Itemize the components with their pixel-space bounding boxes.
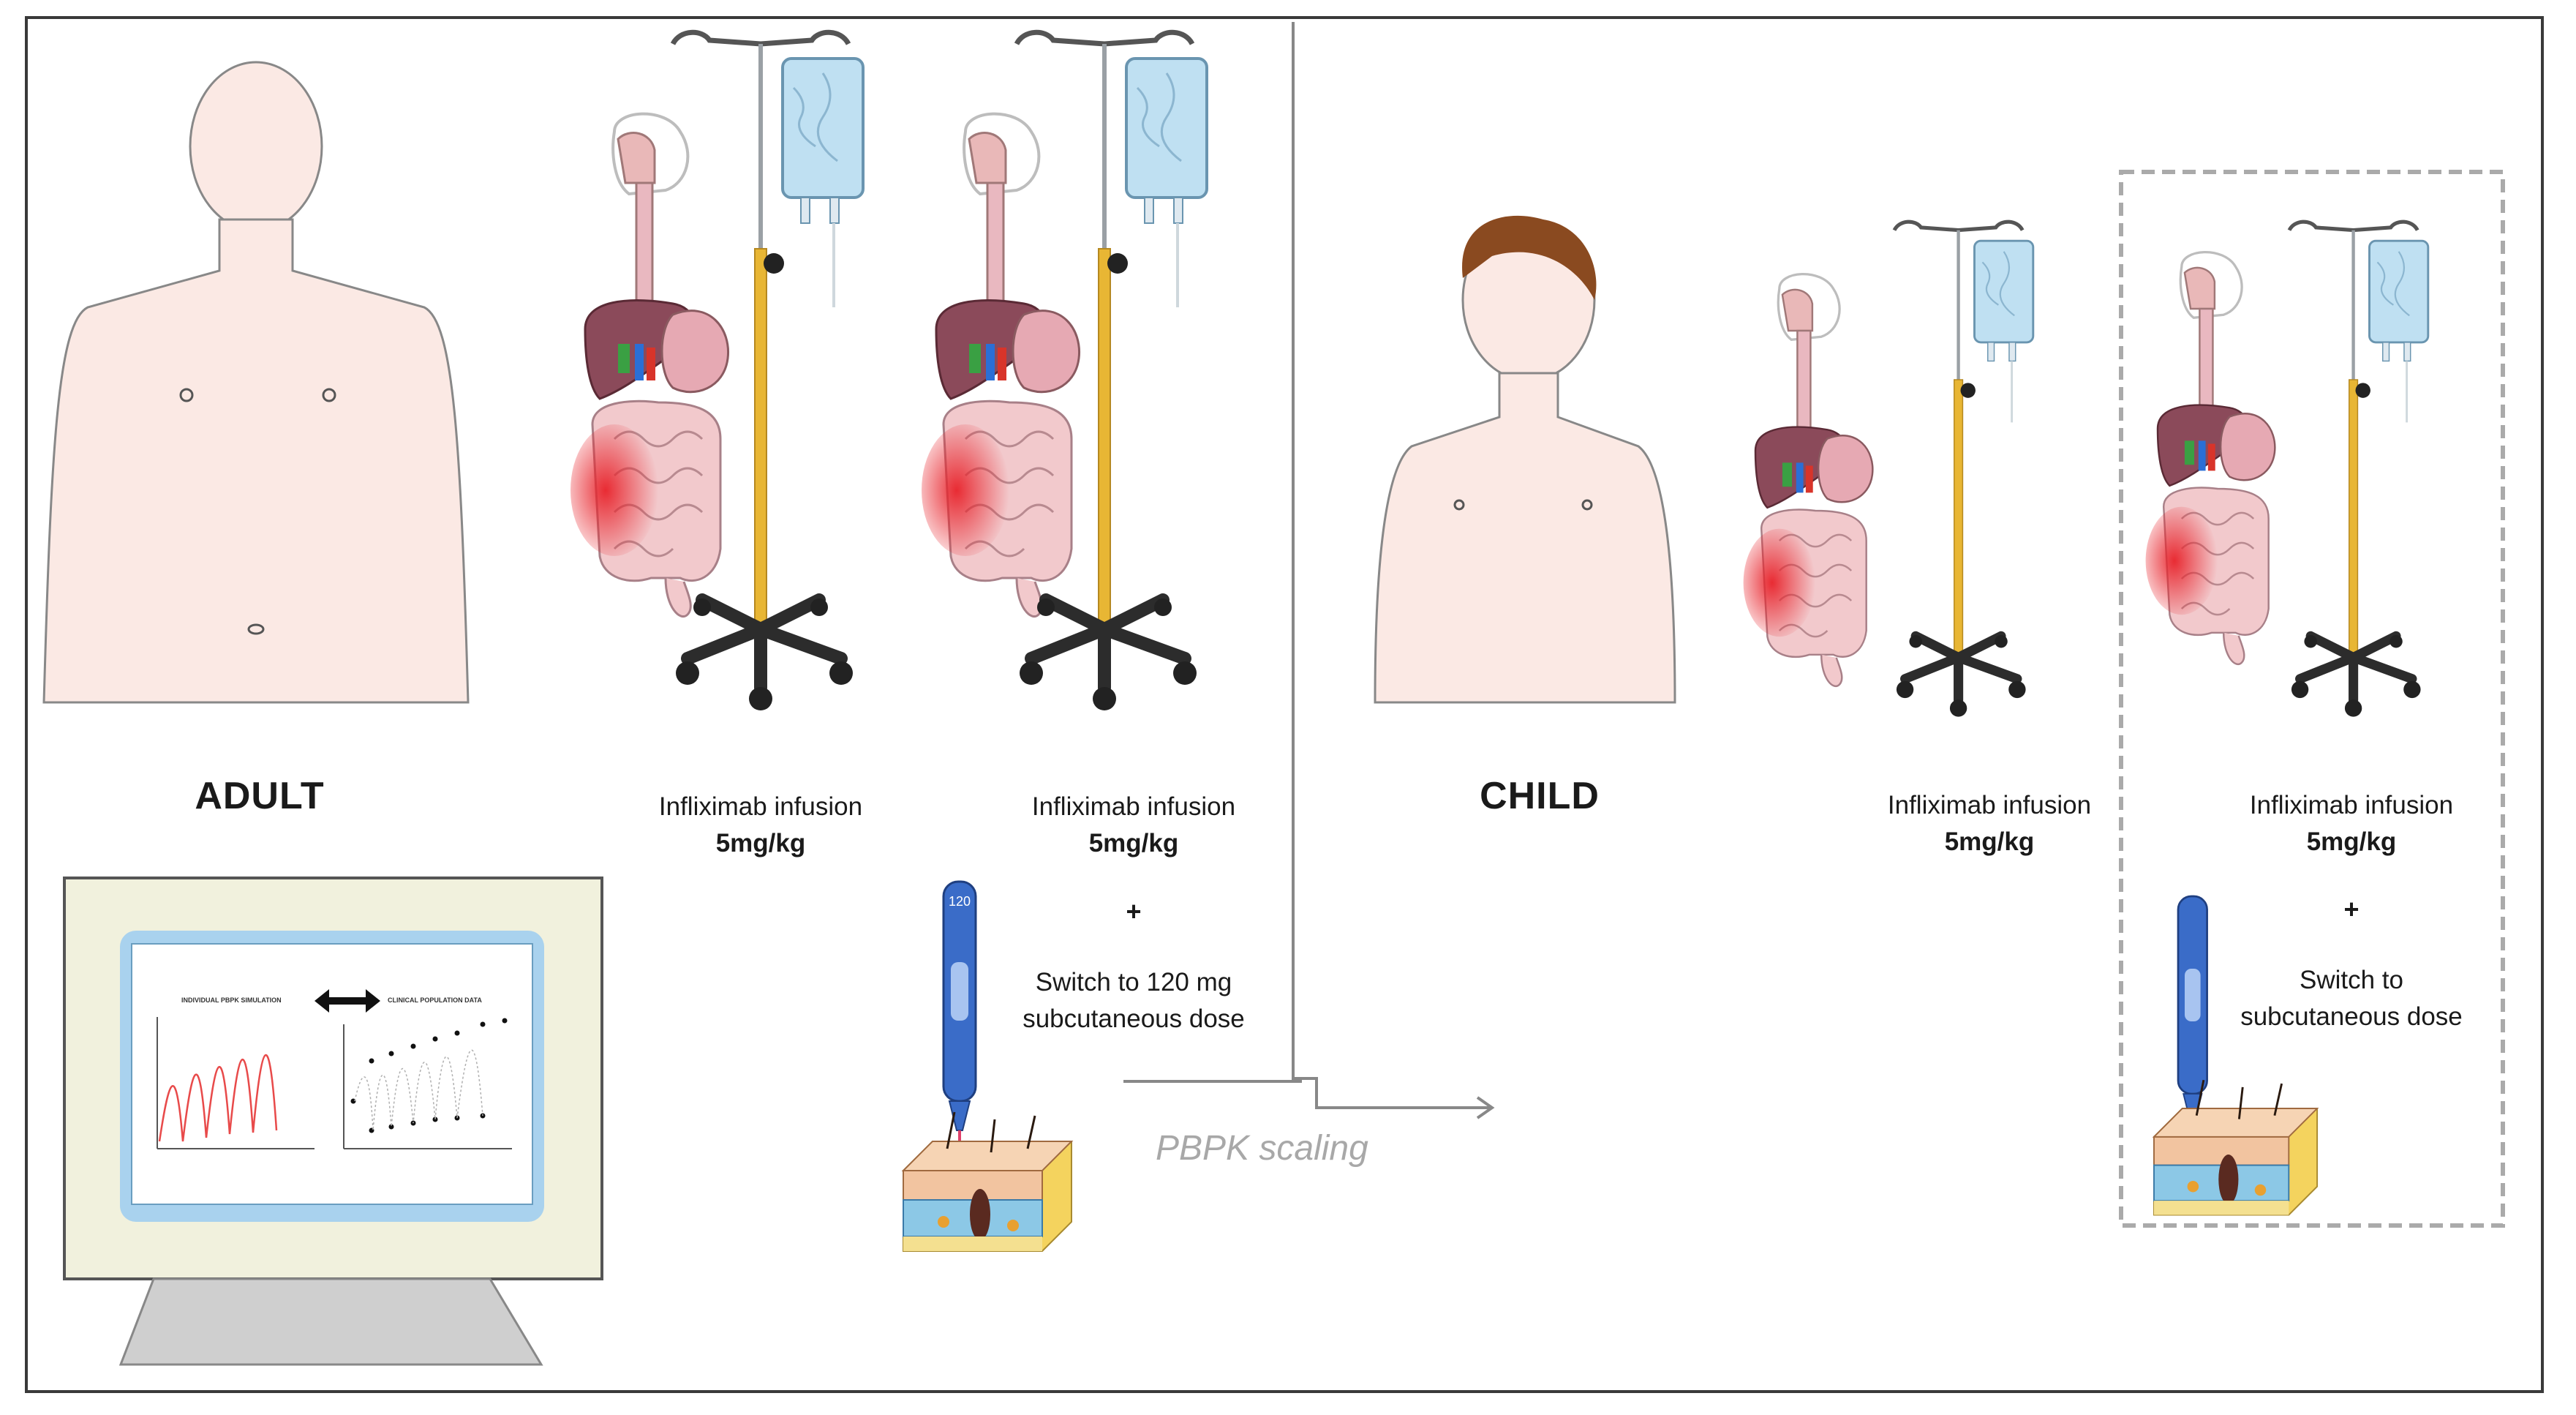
monitor-left-title: INDIVIDUAL PBPK SIMULATION bbox=[181, 996, 282, 1004]
child-iv-stand-2 bbox=[2289, 222, 2428, 716]
simulation-curve bbox=[158, 1054, 278, 1142]
adult-iv-label: Infliximab infusion 5mg/kg bbox=[636, 789, 885, 862]
adult-organs-1 bbox=[569, 112, 730, 618]
adult-organs-2 bbox=[920, 112, 1081, 618]
child-skin-icon bbox=[2153, 1078, 2319, 1216]
child-title: CHILD bbox=[1480, 775, 1600, 817]
adult-switch-text: Switch to 120 mg subcutaneous dose bbox=[1002, 964, 1265, 1037]
pen-dose-label: 120 bbox=[948, 894, 971, 909]
child-switch-line-a: Switch to bbox=[2300, 966, 2403, 994]
adult-figure bbox=[42, 61, 470, 704]
child-switch-line1: Infliximab infusion bbox=[2249, 791, 2454, 819]
adult-skin-icon bbox=[902, 1111, 1073, 1253]
adult-switch-line-a: Switch to 120 mg bbox=[1035, 968, 1232, 996]
child-switch-text: Switch to subcutaneous dose bbox=[2220, 962, 2483, 1035]
adult-switch-line1: Infliximab infusion bbox=[1031, 792, 1236, 821]
divider-line bbox=[1292, 22, 1492, 1109]
adult-switch-line-b: subcutaneous dose bbox=[1023, 1005, 1245, 1033]
adult-switch-label: Infliximab infusion 5mg/kg bbox=[1009, 789, 1258, 862]
adult-pen-icon bbox=[942, 880, 977, 1150]
pbpk-scaling-label: PBPK scaling bbox=[1156, 1129, 1368, 1168]
child-organs-2 bbox=[2144, 250, 2276, 666]
monitor-right-title: CLINICAL POPULATION DATA bbox=[388, 996, 482, 1004]
child-pen-icon bbox=[2177, 895, 2209, 1138]
child-figure bbox=[1374, 215, 1676, 704]
adult-plus: + bbox=[1126, 896, 1142, 926]
child-iv-stand-1 bbox=[1894, 222, 2033, 716]
adult-iv-line1: Infliximab infusion bbox=[658, 792, 863, 821]
child-iv-dose: 5mg/kg bbox=[1944, 827, 2035, 856]
child-organs-1 bbox=[1741, 272, 1874, 688]
child-iv-label: Infliximab infusion 5mg/kg bbox=[1865, 787, 2114, 860]
computer-monitor bbox=[63, 877, 603, 1366]
adult-iv-dose: 5mg/kg bbox=[715, 829, 806, 857]
child-plus: + bbox=[2343, 894, 2360, 924]
child-switch-label: Infliximab infusion 5mg/kg bbox=[2227, 787, 2476, 860]
highlight-box bbox=[2119, 170, 2505, 1228]
child-iv-line1: Infliximab infusion bbox=[1887, 791, 2092, 819]
child-switch-dose: 5mg/kg bbox=[2306, 827, 2397, 856]
child-switch-line-b: subcutaneous dose bbox=[2240, 1002, 2463, 1031]
scaling-arrow bbox=[1476, 1096, 1495, 1119]
figure-frame bbox=[25, 16, 2544, 1393]
adult-title: ADULT bbox=[195, 775, 325, 817]
adult-switch-dose: 5mg/kg bbox=[1088, 829, 1179, 857]
